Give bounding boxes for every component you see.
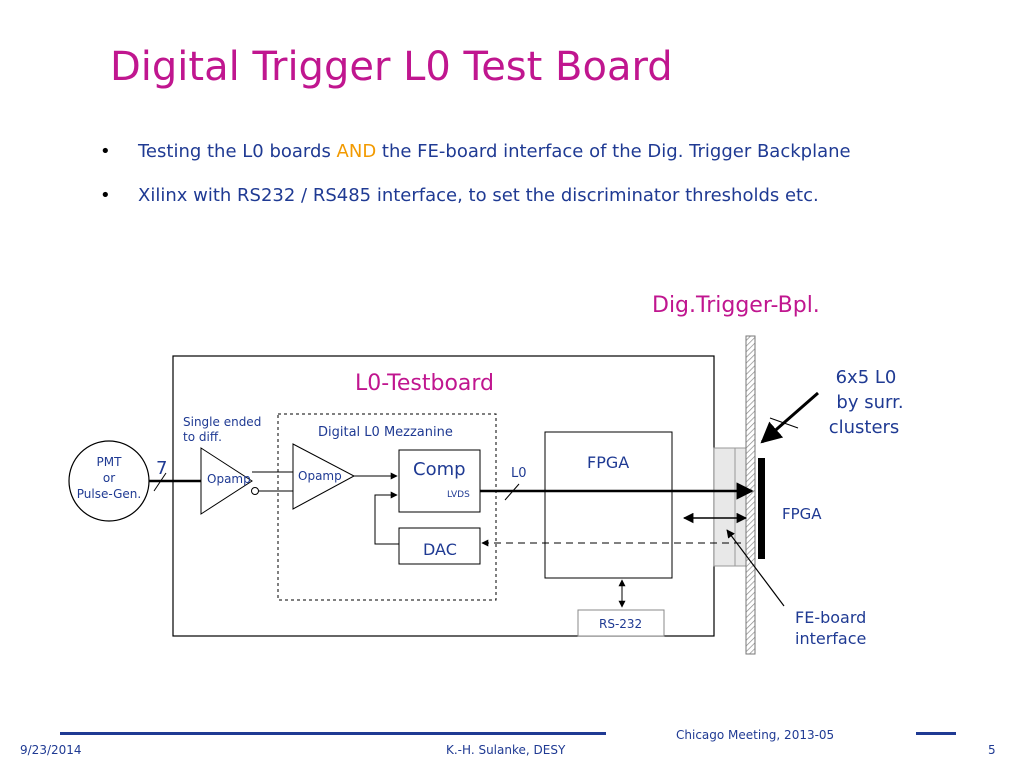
bullet-text-before: Xilinx with RS232 / RS485 interface, to …: [138, 185, 819, 206]
testboard-label: L0-Testboard: [355, 371, 494, 396]
l0-label: L0: [511, 466, 527, 481]
footer-author: K.-H. Sulanke, DESY: [446, 743, 566, 757]
fpga-label: FPGA: [587, 453, 629, 472]
mezzanine-label: Digital L0 Mezzanine: [318, 425, 453, 440]
comp-box: [398, 449, 481, 513]
bullet-highlight: AND: [336, 141, 377, 162]
l0-bus-slash: [504, 483, 520, 501]
fe-interface-arrow: [726, 529, 785, 607]
comp-label: Comp: [413, 459, 466, 480]
bullet-dot-icon: •: [100, 185, 111, 206]
footer-page-number: 5: [988, 743, 996, 757]
fpga-box: [544, 431, 673, 579]
rs232-box: [577, 609, 665, 637]
clusters-label-line3: clusters: [829, 417, 900, 438]
fe-interface-label-line2: interface: [795, 629, 866, 648]
footer-date: 9/23/2014: [20, 743, 82, 757]
footer-line-left: [60, 732, 606, 735]
rs232-label: RS-232: [599, 617, 642, 631]
lvds-label: LVDS: [447, 490, 470, 500]
dac-label: DAC: [423, 540, 457, 559]
opamp1-label: Opamp: [207, 472, 251, 486]
connector-block: [713, 447, 748, 567]
bus-slash: [153, 472, 167, 492]
opamp2-label: Opamp: [298, 469, 342, 483]
right-fpga-label: FPGA: [782, 505, 822, 523]
backplane-label: Dig.Trigger-Bpl.: [652, 293, 820, 318]
pmt-label-line1: PMT: [97, 455, 123, 469]
pmt-label-line3: Pulse-Gen.: [77, 487, 141, 501]
clusters-label-line1: 6x5 L0: [836, 367, 897, 388]
dac-box: [398, 527, 481, 565]
clusters-thin-line: [769, 417, 799, 429]
bullet-text-after: the FE-board interface of the Dig. Trigg…: [376, 141, 851, 162]
bullet-text-before: Testing the L0 boards: [138, 141, 337, 162]
slide-title: Digital Trigger L0 Test Board: [110, 44, 673, 90]
bullet-list: • Testing the L0 boards AND the FE-board …: [100, 140, 851, 228]
mezzanine-box: [277, 413, 497, 601]
clusters-arrow: [760, 391, 819, 444]
dac-feedback-line: [374, 491, 399, 545]
bus-width-label: 7: [156, 458, 167, 479]
pmt-label-line2: or: [103, 471, 115, 485]
single-ended-label-line1: Single ended: [183, 415, 261, 429]
clusters-label-line2: by surr.: [836, 392, 903, 413]
fe-interface-label-line1: FE-board: [795, 608, 866, 627]
single-ended-label-line2: to diff.: [183, 430, 222, 444]
bullet-dot-icon: •: [100, 141, 111, 162]
backplane-bar: [745, 335, 756, 655]
footer-meeting: Chicago Meeting, 2013-05: [676, 728, 835, 742]
bullet-item: • Xilinx with RS232 / RS485 interface, to…: [100, 184, 851, 228]
opamp1-inverting-output: [251, 487, 259, 495]
footer-line-right: [916, 732, 956, 735]
bullet-item: • Testing the L0 boards AND the FE-board …: [100, 140, 851, 184]
right-fpga-bar: [758, 458, 765, 559]
opamp1-triangle: [200, 447, 253, 515]
opamp2-triangle: [292, 443, 356, 510]
